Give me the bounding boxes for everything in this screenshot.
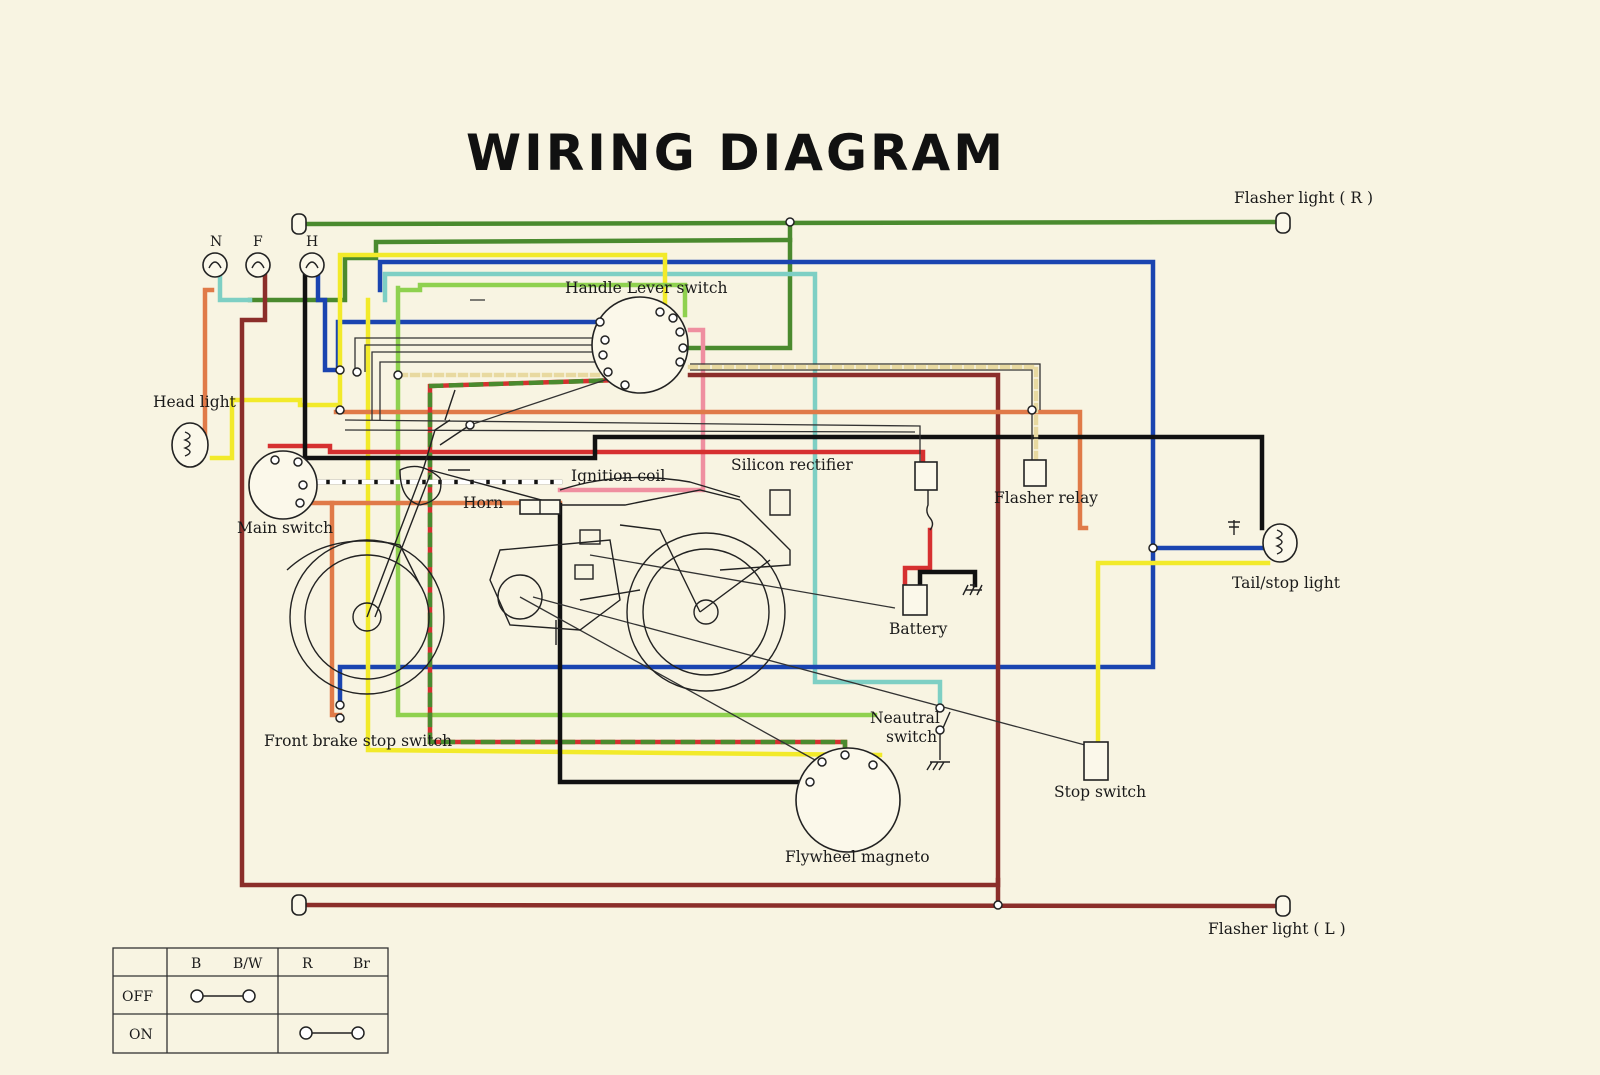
label-ignition-coil: Ignition coil — [571, 467, 665, 485]
wire-brown-flasher-l — [297, 902, 1286, 909]
motorcycle-outline — [286, 389, 791, 695]
label-flasher-light-r: Flasher light ( R ) — [1234, 189, 1373, 207]
wire-blue-handle — [315, 271, 603, 373]
label-tail-stop-light: Tail/stop light — [1232, 574, 1341, 592]
flasher-light-r-lamp — [291, 212, 1291, 235]
label-main-switch: Main switch — [237, 519, 333, 537]
leader-handle-lever — [469, 377, 612, 426]
wire-black-magneto — [557, 502, 813, 785]
wire-skyblue-n — [217, 267, 253, 303]
wire-orange-headlight — [202, 287, 215, 443]
connector-f — [245, 252, 271, 278]
table-on-connection — [299, 1026, 365, 1040]
wire-yellow-stop — [1095, 560, 1271, 745]
wire-lightgreen-top — [397, 282, 688, 318]
label-battery: Battery — [889, 620, 948, 638]
ignition-coil-body — [519, 499, 561, 515]
table-row-off: OFF — [122, 989, 153, 1005]
table-col-br: Br — [353, 956, 370, 972]
battery-body — [902, 584, 983, 616]
wire-harness-handle — [354, 337, 600, 420]
table-col-r: R — [302, 956, 313, 972]
main-switch-body — [248, 450, 318, 520]
wire-brown-outer — [239, 267, 1001, 888]
label-flasher-light-l: Flasher light ( L ) — [1208, 920, 1346, 938]
front-brake-stop-switch-body — [335, 700, 345, 723]
silicon-rectifier-body — [914, 461, 938, 531]
label-neutral-switch-line1: Neautral — [870, 709, 940, 727]
page-title: WIRING DIAGRAM — [466, 124, 1006, 182]
label-silicon-rectifier: Silicon rectifier — [731, 456, 853, 474]
label-h: H — [306, 234, 318, 250]
label-f: F — [253, 234, 263, 250]
table-col-bw: B/W — [233, 956, 263, 972]
label-n: N — [210, 234, 222, 250]
wire-black-long — [302, 267, 1265, 531]
junction-dots — [335, 217, 1158, 910]
flywheel-magneto-body — [795, 747, 901, 853]
wire-orange-top — [333, 409, 1089, 531]
flasher-light-l-lamp — [291, 894, 1291, 917]
wire-relay-dashed — [687, 364, 1039, 463]
table-col-b: B — [191, 956, 201, 972]
neutral-switch-body — [926, 703, 951, 771]
label-handle-lever-switch: Handle Lever switch — [565, 279, 728, 297]
wire-harness-relay — [690, 363, 1041, 460]
switch-position-table: B B/W R Br OFF ON — [112, 947, 389, 1054]
tail-stop-light-lamp — [1228, 520, 1298, 563]
wire-skyblue-neutral — [382, 271, 943, 711]
wire-harness-rectifier — [344, 419, 921, 462]
wire-black-ground — [917, 569, 978, 588]
connector-h — [299, 252, 325, 278]
wire-red-main — [267, 443, 926, 465]
label-horn: Horn — [463, 494, 503, 512]
label-flasher-relay: Flasher relay — [994, 489, 1098, 507]
label-headlight: Head light — [153, 393, 237, 411]
label-flywheel-magneto: Flywheel magneto — [785, 848, 930, 866]
flasher-relay-body — [1023, 405, 1047, 487]
stop-switch-body — [1083, 741, 1109, 781]
leader-lines — [470, 299, 1086, 761]
wire-orange-main — [297, 500, 343, 718]
table-off-connection — [190, 989, 256, 1003]
label-front-brake-stop-switch: Front brake stop switch — [264, 732, 452, 750]
table-row-on: ON — [129, 1027, 153, 1043]
handle-lever-switch-body — [591, 296, 689, 394]
wire-red-battery — [902, 527, 933, 588]
label-stop-switch: Stop switch — [1054, 783, 1146, 801]
headlight-lamp — [171, 422, 209, 468]
label-neutral-switch-line2: switch — [886, 728, 937, 746]
wire-yellow-headlight — [209, 252, 668, 461]
connector-n — [202, 252, 228, 278]
wire-green-main — [247, 237, 793, 303]
